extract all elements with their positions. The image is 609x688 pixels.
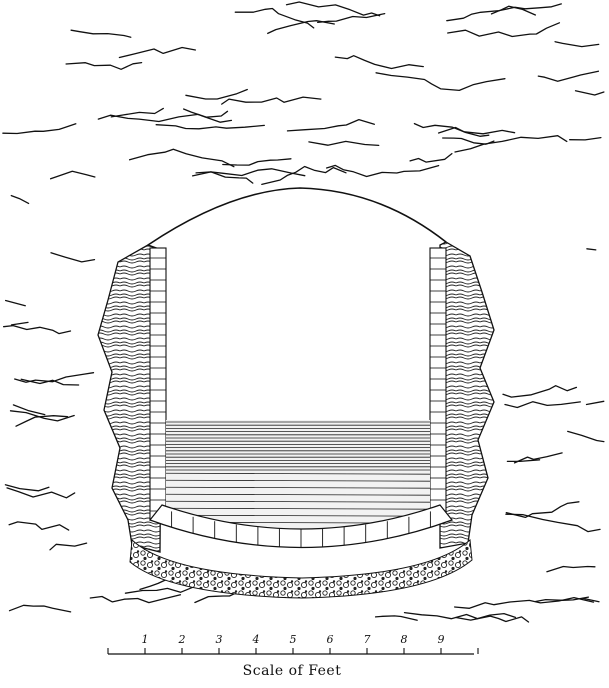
rock-fissure <box>454 135 568 153</box>
water-line <box>166 479 430 482</box>
rock-fissure <box>334 55 424 70</box>
rock-fissure <box>2 123 77 135</box>
scale-tick-label: 7 <box>364 633 371 646</box>
rock-fissure <box>4 484 50 492</box>
rock-fissure <box>506 459 541 463</box>
water-line <box>166 514 430 517</box>
rock-fissure <box>285 1 381 17</box>
scale-tick-label: 1 <box>142 633 149 646</box>
scale-caption: Scale of Feet <box>243 663 342 679</box>
rock-fissure <box>574 90 605 96</box>
rock-fissure <box>195 168 306 177</box>
rock-fissure <box>89 594 182 604</box>
rock-fissure <box>505 513 601 533</box>
brick-invert <box>149 504 453 549</box>
rock-fissure <box>118 46 197 59</box>
rock-fissure <box>110 107 164 118</box>
scale-tick-label: 5 <box>290 633 297 646</box>
tunnel-arch-crown <box>147 187 447 246</box>
scale-tick-label: 3 <box>216 633 223 646</box>
rock-fissure <box>2 324 72 335</box>
brick-lining <box>149 247 447 521</box>
rock-fissure <box>308 140 380 147</box>
rock-fissure <box>447 22 561 38</box>
rock-fissure <box>6 487 76 499</box>
rock-fissure <box>234 7 315 29</box>
water-body <box>166 420 430 543</box>
water-line <box>166 493 430 496</box>
left-masonry-wall <box>97 244 163 553</box>
scale-tick-label: 6 <box>327 633 334 646</box>
rock-fissure <box>446 3 562 22</box>
rock-fissure <box>128 148 235 168</box>
rock-fissure <box>10 194 30 205</box>
rock-fissure <box>586 248 597 251</box>
rock-fissure <box>437 126 516 135</box>
water-line <box>166 486 430 489</box>
rock-fissure <box>490 5 537 16</box>
rock-fissure <box>569 136 602 141</box>
right-masonry-wall <box>439 241 495 549</box>
scale-bar: 1 2 3 4 5 6 7 8 9 Scale of Feet <box>107 633 479 679</box>
scale-tick-label: 2 <box>178 633 186 646</box>
lining-band <box>429 247 447 521</box>
rock-fissure <box>567 430 605 443</box>
rock-fissure <box>15 415 69 427</box>
rock-fissure <box>4 299 26 307</box>
gravel-bedding <box>129 538 473 599</box>
rock-fissure <box>505 501 580 519</box>
rock-fissure <box>554 41 600 48</box>
rock-fissure <box>49 170 96 180</box>
rock-fissure <box>317 12 386 24</box>
rock-fissure <box>182 108 229 118</box>
rock-fissure <box>70 29 132 38</box>
rock-fissure <box>403 611 517 620</box>
scale-tick-label: 9 <box>438 633 445 646</box>
rock-fissure <box>502 385 578 398</box>
rock-fissure <box>10 321 29 326</box>
rock-fissure <box>504 401 581 409</box>
rock-fissure <box>12 404 46 416</box>
scale-tick-label: 4 <box>252 633 260 646</box>
rock-fissure <box>14 372 95 383</box>
rock-fissure <box>546 565 596 573</box>
rock-fissure <box>49 542 88 551</box>
rock-fissure <box>413 122 490 137</box>
rock-fissure <box>9 410 75 422</box>
rock-fissure <box>286 118 375 132</box>
rock-fissure <box>374 615 418 621</box>
rock-fissure <box>261 165 347 186</box>
rock-fissure <box>97 113 233 123</box>
rock-fissure <box>537 70 600 82</box>
rock-fissure <box>222 158 292 166</box>
water-line <box>166 507 430 510</box>
rock-fissure <box>50 252 96 263</box>
rock-fissure <box>325 164 440 178</box>
rock-fissure <box>453 596 595 609</box>
rock-fissure <box>455 615 530 623</box>
rock-fissure <box>185 88 248 100</box>
rock-fissure <box>8 604 72 613</box>
rock-fissure <box>513 452 563 464</box>
scale-tick-label: 8 <box>401 633 408 646</box>
rock-fissure <box>20 378 80 386</box>
rock-fissure <box>585 400 605 406</box>
rock-fissure <box>155 124 265 130</box>
water-line <box>166 500 430 503</box>
rock-fissure <box>8 521 70 531</box>
rock-fissure <box>581 597 600 603</box>
rock-fissure <box>375 72 506 92</box>
rock-fissure <box>409 152 453 163</box>
water-line <box>166 472 430 475</box>
rock-fissure <box>65 61 143 70</box>
rock-fissure <box>267 20 335 35</box>
lining-band <box>149 247 167 521</box>
rock-fissure <box>221 96 322 105</box>
